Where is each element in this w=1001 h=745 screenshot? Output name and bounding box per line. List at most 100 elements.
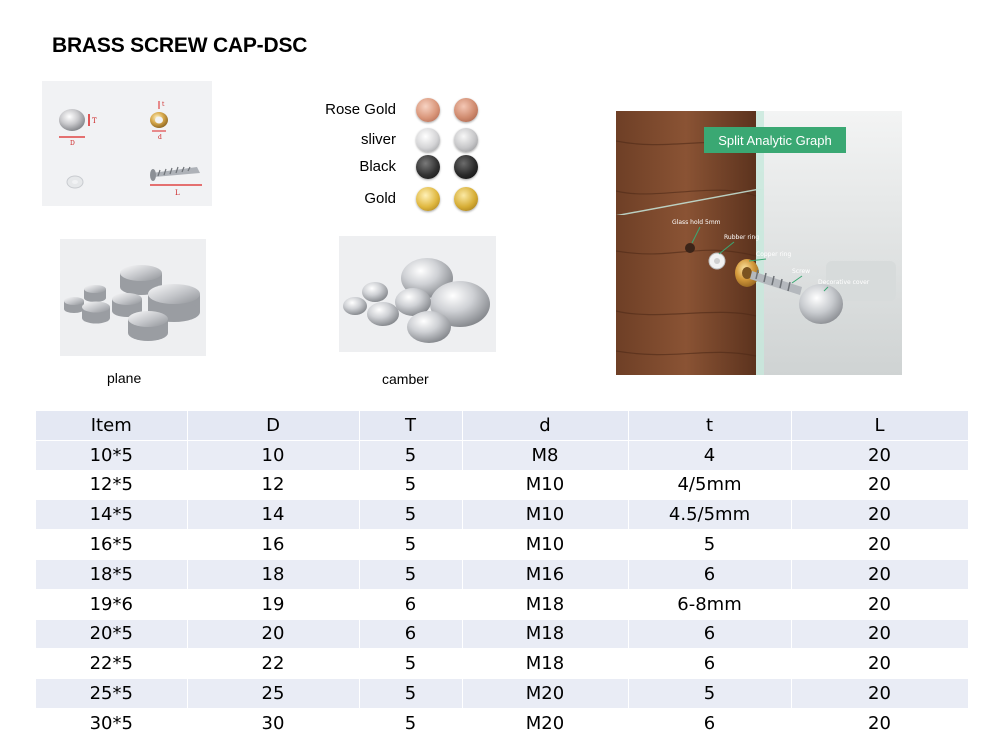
part-label: Screw: [792, 268, 810, 275]
table-cell: 20: [791, 559, 969, 590]
table-cell: 25*5: [36, 678, 188, 709]
plane-caption: plane: [107, 370, 142, 386]
table-cell: 20: [791, 678, 969, 709]
table-cell: 30: [187, 708, 360, 739]
screw-icon: [150, 166, 200, 181]
table-cell: 5: [359, 648, 463, 680]
dim-label-t: t: [162, 101, 165, 108]
table-cell: 5: [359, 678, 463, 709]
table-cell: M16: [462, 559, 629, 590]
table-cell: 14*5: [36, 499, 188, 531]
page-title: BRASS SCREW CAP-DSC: [52, 34, 308, 57]
table-cell: 20: [791, 648, 969, 680]
table-cell: 20: [791, 499, 969, 531]
table-cell: 12*5: [36, 470, 188, 501]
table-cell: 20: [791, 619, 969, 650]
plane-cap-icon: [64, 265, 200, 341]
column-header: Item: [36, 411, 188, 441]
rose-gold-swatch-icon: [454, 98, 478, 122]
table-cell: M20: [462, 708, 629, 739]
table-cell: 10: [187, 440, 360, 471]
finish-label: Gold: [364, 190, 396, 207]
table-cell: 6: [628, 708, 792, 739]
table-cell: 22*5: [36, 648, 188, 680]
table-row: 14*5 14 5 M10 4.5/5mm 20: [36, 499, 969, 531]
table-cell: 20: [791, 440, 969, 471]
part-label: Glass hold 5mm: [672, 219, 721, 226]
table-cell: 19*6: [36, 589, 188, 620]
part-label: Decorative cover: [818, 279, 870, 286]
table-header-row: Item D T d t L: [36, 411, 969, 441]
table-cell: 5: [359, 470, 463, 501]
finish-sliver: sliver: [300, 126, 490, 154]
part-label: Rubber ring: [724, 234, 759, 241]
table-cell: 6: [359, 619, 463, 650]
camber-caption: camber: [382, 371, 429, 387]
table-cell: 20: [791, 529, 969, 560]
table-cell: 12: [187, 470, 360, 501]
table-row: 20*5 20 6 M18 6 20: [36, 619, 969, 650]
table-cell: 18*5: [36, 559, 188, 590]
table-cell: 5: [359, 708, 463, 739]
analytic-banner: Split Analytic Graph: [718, 133, 831, 148]
table-cell: 10*5: [36, 440, 188, 471]
glass-hole-icon: [685, 243, 695, 253]
table-cell: 5: [359, 440, 463, 471]
table-cell: M10: [462, 529, 629, 560]
table-cell: 4: [628, 440, 792, 471]
table-cell: 6: [628, 619, 792, 650]
table-cell: 20: [187, 619, 360, 650]
table-cell: 18: [187, 559, 360, 590]
part-label: Copper ring: [756, 251, 791, 258]
screw-icon: [750, 269, 802, 295]
table-cell: 25: [187, 678, 360, 709]
table-row: 19*6 19 6 M18 6-8mm 20: [36, 589, 969, 620]
table-cell: 14: [187, 499, 360, 531]
table-cell: 20: [791, 589, 969, 620]
table-cell: 5: [359, 559, 463, 590]
table-row: 12*5 12 5 M10 4/5mm 20: [36, 470, 969, 501]
table-cell: 16: [187, 529, 360, 560]
table-cell: 4.5/5mm: [628, 499, 792, 531]
table-row: 22*5 22 5 M18 6 20: [36, 648, 969, 680]
camber-cap-icon: [343, 258, 490, 343]
gold-swatch-icon: [416, 187, 440, 211]
black-swatch-icon: [454, 155, 478, 179]
spec-table: Item D T d t L 10*5 10 5 M8 4 20 12*5 12…: [36, 411, 969, 739]
table-cell: M10: [462, 470, 629, 501]
table-row: 16*5 16 5 M10 5 20: [36, 529, 969, 560]
table-row: 10*5 10 5 M8 4 20: [36, 440, 969, 471]
table-cell: 6-8mm: [628, 589, 792, 620]
finish-label: Black: [359, 158, 396, 175]
camber-caps-photo: [339, 236, 496, 352]
silver-swatch-icon: [454, 128, 478, 152]
table-cell: 20: [791, 708, 969, 739]
table-cell: 5: [359, 499, 463, 531]
column-header: L: [791, 411, 969, 441]
rose-gold-swatch-icon: [416, 98, 440, 122]
table-row: 30*5 30 5 M20 6 20: [36, 708, 969, 739]
dim-label-L: L: [175, 189, 180, 197]
table-cell: M8: [462, 440, 629, 471]
column-header: d: [462, 411, 629, 441]
dim-label-T: T: [92, 117, 97, 125]
table-cell: 30*5: [36, 708, 188, 739]
table-cell: 6: [359, 589, 463, 620]
finish-label: sliver: [360, 131, 396, 148]
dim-label-d: d: [158, 134, 162, 141]
column-header: t: [628, 411, 792, 441]
table-cell: M18: [462, 589, 629, 620]
finish-gold: Gold: [300, 185, 490, 213]
table-row: 18*5 18 5 M16 6 20: [36, 559, 969, 590]
table-cell: 5: [359, 529, 463, 560]
finish-rose-gold: Rose Gold: [300, 96, 490, 124]
table-cell: M20: [462, 678, 629, 709]
table-cell: 20: [791, 470, 969, 501]
table-cell: 16*5: [36, 529, 188, 560]
table-cell: 19: [187, 589, 360, 620]
dim-label-D: D: [70, 140, 75, 147]
table-row: 25*5 25 5 M20 5 20: [36, 678, 969, 709]
decorative-cover-icon: [799, 284, 843, 324]
table-cell: 6: [628, 559, 792, 590]
dimension-photo: T D t d L: [42, 81, 212, 206]
